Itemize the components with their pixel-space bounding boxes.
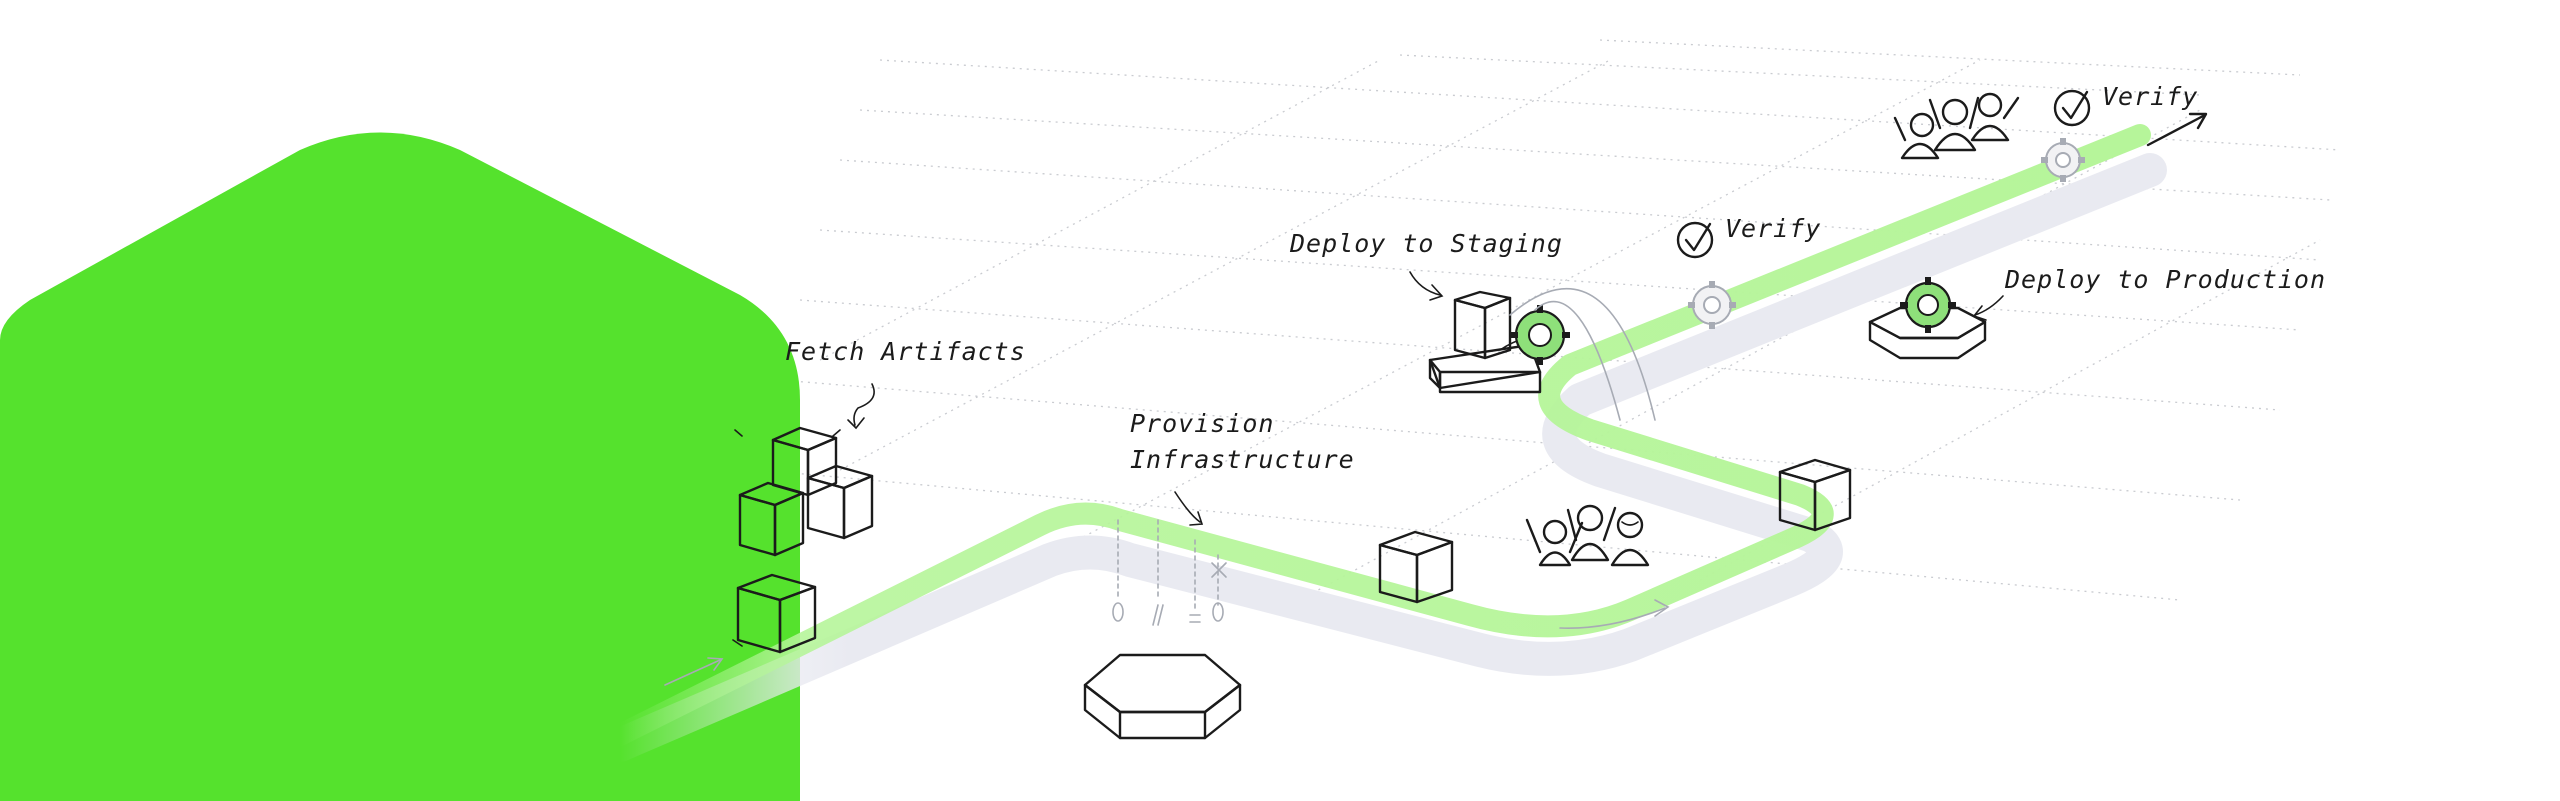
pipeline-path-shadow [603,153,2167,762]
provision-label-line2: Infrastructure [1130,445,1355,474]
path-arrow-icon [1559,599,1670,629]
check-circle-icon [1676,221,1714,259]
trajectory-arc [1534,300,1621,421]
people-icon [1525,504,1650,567]
verify-label-2: Verify [2102,82,2198,111]
label-arrow-icon [1174,491,1204,526]
brand-hexagon-shape [0,132,800,801]
cube-icon [738,481,805,557]
gear-icon [1688,281,1736,329]
pipeline-path [609,124,2151,746]
provision-label-line1: Provision [1130,409,1274,438]
deploy-production-label: Deploy to Production [2004,265,2326,294]
gear-icon [1510,305,1570,365]
cube-icon [1378,530,1454,604]
path-arrow-icon [664,657,724,686]
gear-icon [2041,138,2085,182]
cube-icon [736,573,817,654]
check-circle-icon [2053,89,2091,127]
cube-icon [1778,458,1852,532]
trajectory-arc [1509,287,1656,421]
people-icon [1893,92,2020,160]
artifact-cubes [732,426,874,654]
gear-icon [1900,277,1956,333]
falling-parts [1112,519,1227,626]
cube-icon [806,464,874,540]
label-arrow-icon [1972,295,2004,321]
verify-label-1: Verify [1725,214,1821,243]
label-arrow-icon [847,383,875,430]
label-arrow-icon [1409,271,1444,301]
deploy-staging-label: Deploy to Staging [1289,229,1563,258]
fetch-artifacts-label: Fetch Artifacts [785,337,1026,366]
staging-cluster [1428,290,1556,394]
hexagon-platform-icon [1083,653,1242,740]
end-arrow-icon [2146,112,2208,147]
